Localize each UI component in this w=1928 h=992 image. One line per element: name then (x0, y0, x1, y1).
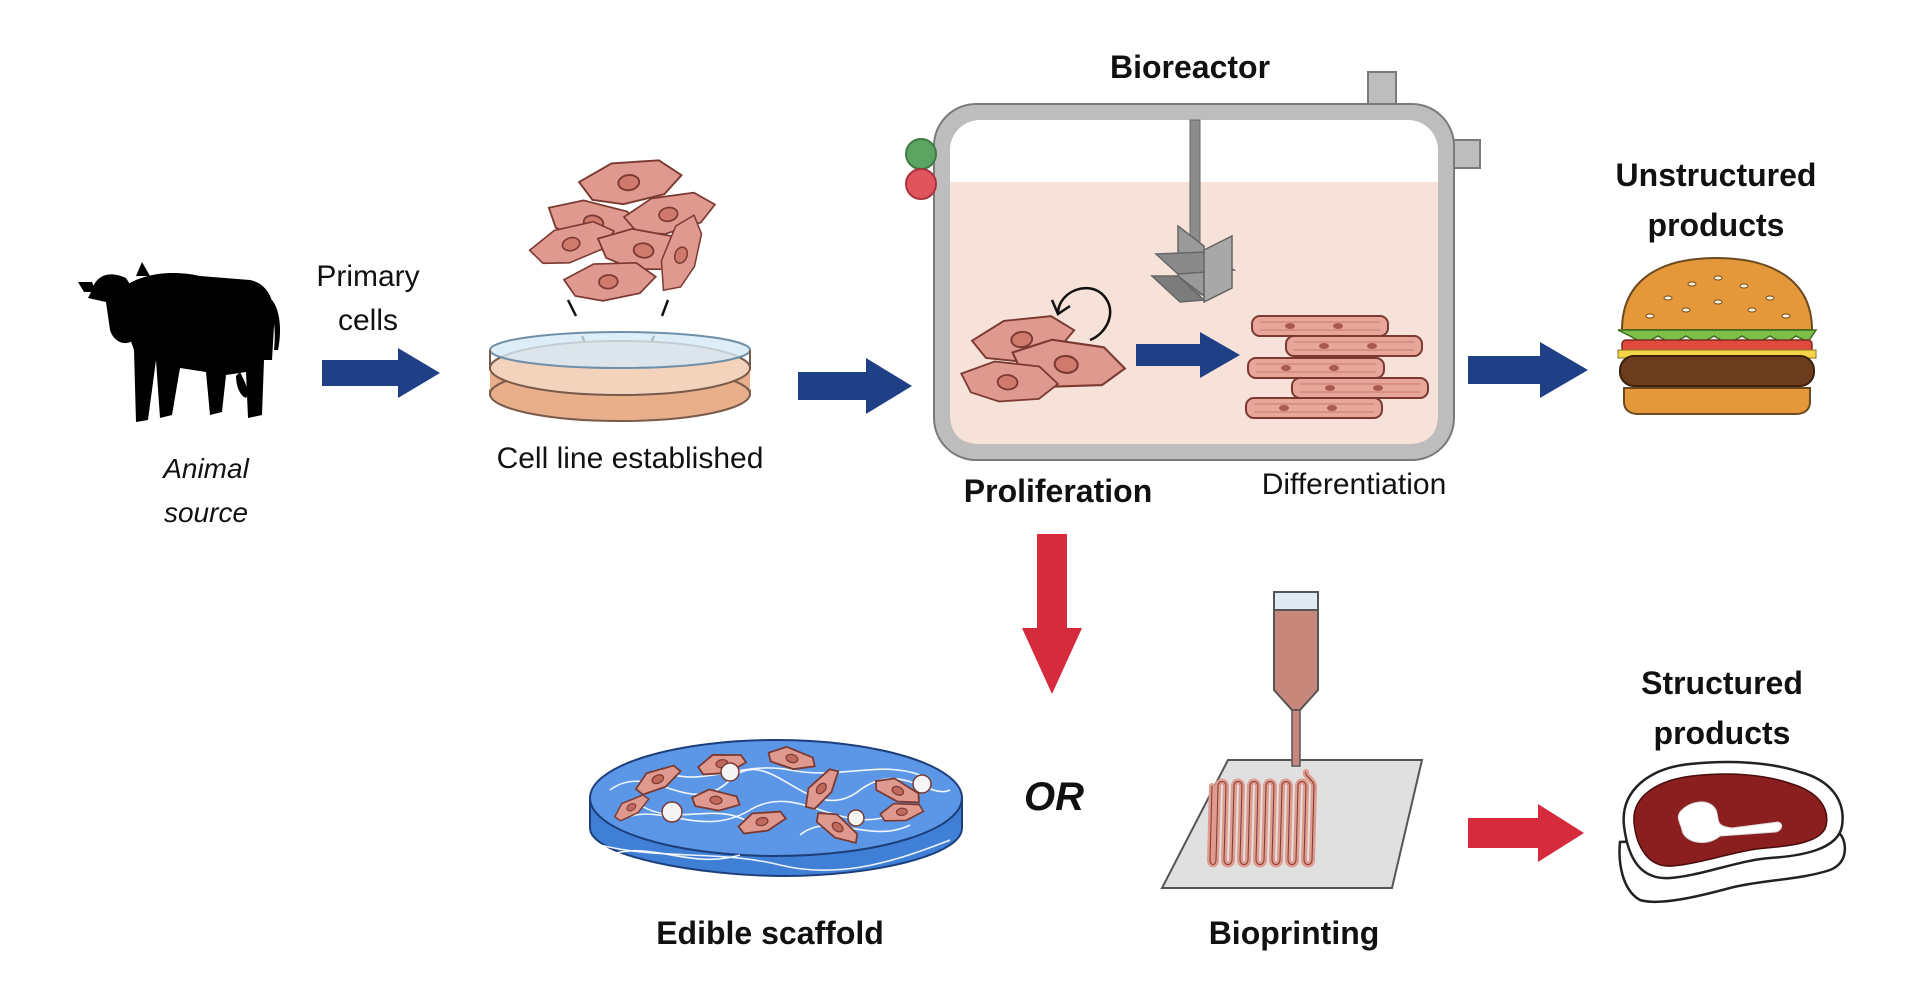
cell-line-label: Cell line established (497, 442, 764, 475)
scaffold-icon (589, 739, 963, 878)
proliferating-cells-icon (958, 286, 1129, 407)
structured-products-label-line2: products (1654, 715, 1791, 751)
proliferation-label: Proliferation (964, 473, 1152, 509)
arrow-cow-to-dish (322, 348, 440, 398)
bioprinting-label: Bioprinting (1209, 915, 1380, 951)
unstructured-products-label-line1: Unstructured (1616, 157, 1817, 193)
animal-source-label-line2: source (164, 497, 248, 528)
arrow-dish-to-bioreactor (798, 358, 912, 414)
arrow-proliferation-to-differentiation (1136, 332, 1240, 378)
unstructured-products-label-line2: products (1648, 207, 1785, 243)
primary-cells-label-line1: Primary (316, 260, 419, 293)
cell-cluster-icon (525, 155, 720, 305)
structured-products-label-line1: Structured (1641, 665, 1803, 701)
primary-cells-label-line2: cells (338, 304, 398, 337)
arrow-bioprinting-to-structured (1468, 804, 1584, 862)
bioreactor-icon (905, 71, 1481, 461)
animal-source-label-line1: Animal (161, 453, 249, 484)
steak-icon (1618, 760, 1846, 904)
arrow-proliferation-down (1022, 534, 1082, 694)
burger-icon (1617, 256, 1818, 415)
bioprinter-icon (1160, 591, 1424, 889)
cow-icon (78, 262, 280, 422)
bioreactor-label: Bioreactor (1110, 49, 1270, 85)
edible-scaffold-label: Edible scaffold (656, 915, 884, 951)
arrow-bioreactor-to-unstructured (1468, 342, 1588, 398)
petri-dish-icon (489, 331, 751, 422)
or-label: OR (1024, 775, 1084, 819)
differentiation-label: Differentiation (1262, 468, 1447, 501)
